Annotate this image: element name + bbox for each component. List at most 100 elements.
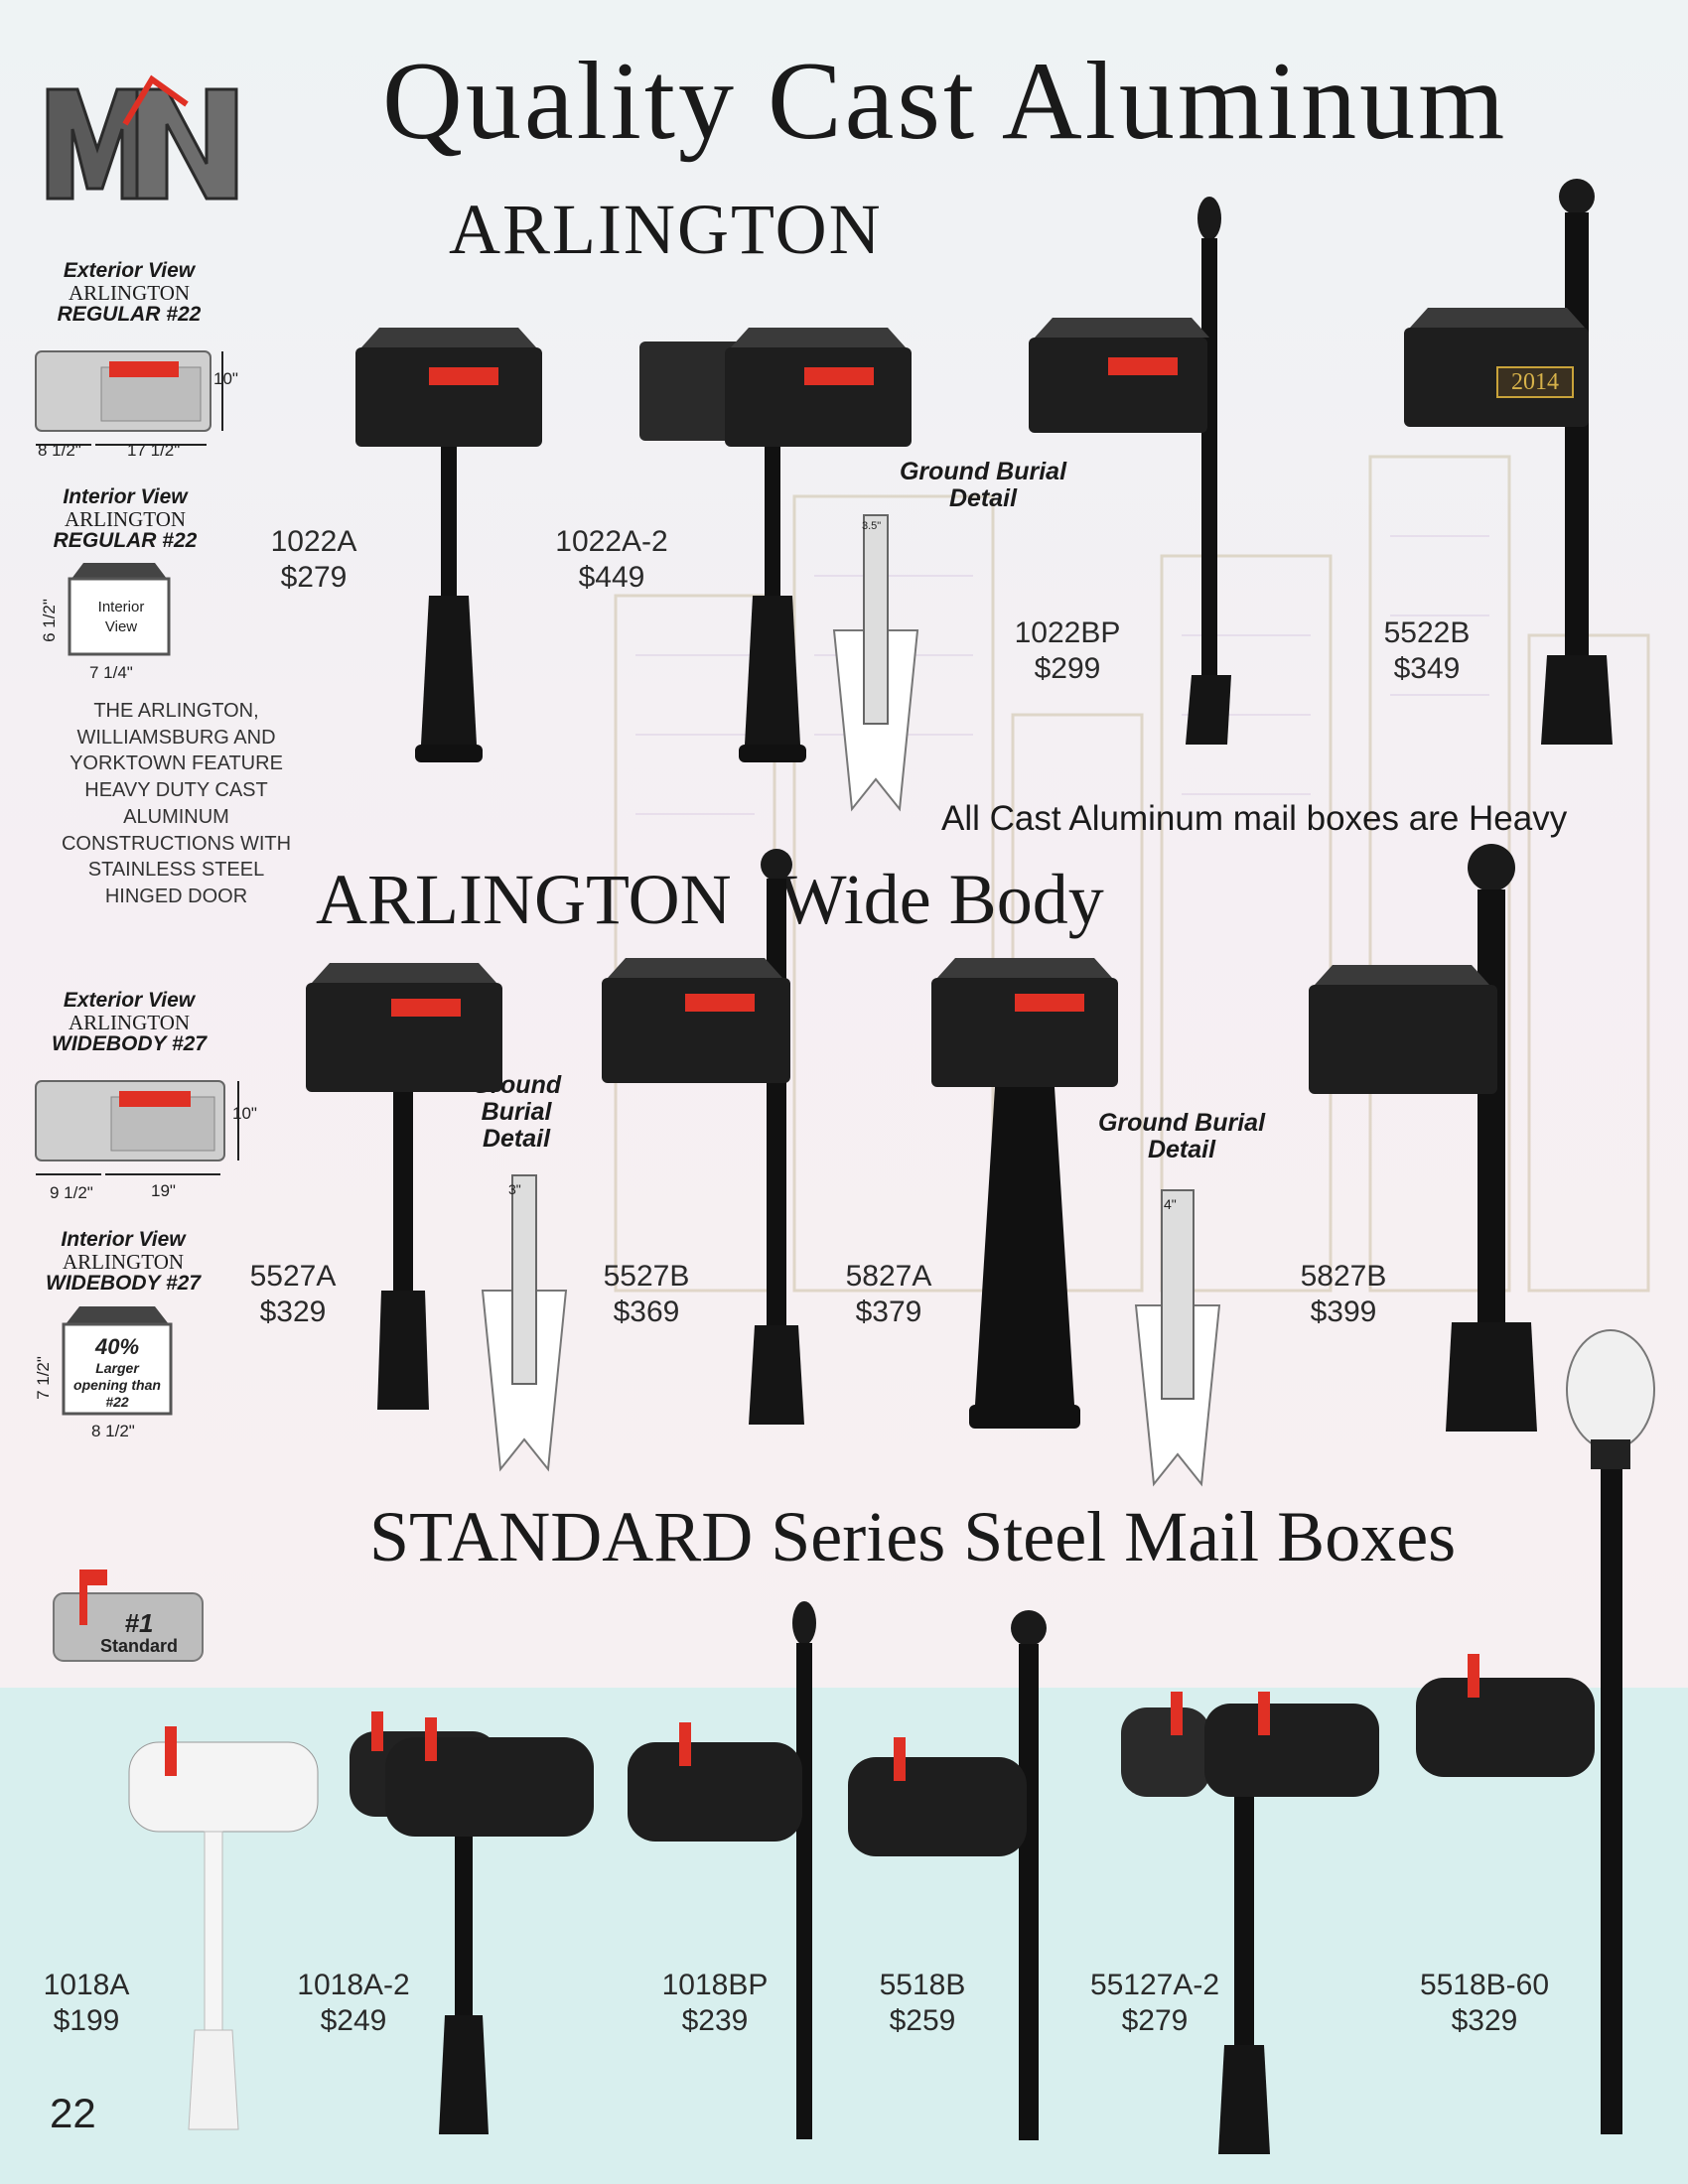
- product-model: 5527A: [249, 1260, 337, 1293]
- product-model: 5518B: [879, 1969, 966, 2001]
- standard-badge-num: #1: [124, 1608, 154, 1638]
- ext22-diagram: [35, 350, 223, 446]
- int27-diagram: [62, 1306, 173, 1416]
- product-5827B-image: [1309, 844, 1537, 1432]
- product-5527B-label[interactable]: 5527B $369: [592, 1259, 701, 1330]
- product-model: 1018A-2: [297, 1969, 410, 2001]
- ext27-height: 10": [232, 1104, 257, 1123]
- section-title-arlington: ARLINGTON: [449, 190, 883, 269]
- city-skyline-illustration: [614, 455, 1650, 1293]
- burial-label-1-a: Ground Burial: [899, 458, 1067, 485]
- ext22-depth: 8 1/2": [38, 441, 81, 460]
- product-1018A-2-label[interactable]: 1018A-2 $249: [284, 1968, 423, 2039]
- product-5527B-image: [602, 849, 804, 1425]
- product-55127A-2-label[interactable]: 55127A-2 $279: [1080, 1968, 1229, 2039]
- burial-size-1: 3.5": [862, 520, 882, 532]
- product-5518B-label[interactable]: 5518B $259: [868, 1968, 977, 2039]
- product-5527A-image: [306, 963, 502, 1410]
- product-price: $239: [681, 2004, 749, 2037]
- int22-model: REGULAR #22: [53, 529, 198, 552]
- product-model: 1022A-2: [555, 525, 668, 558]
- product-price: $329: [259, 1296, 327, 1328]
- product-price: $369: [613, 1296, 680, 1328]
- wide-body-name: ARLINGTON: [316, 860, 732, 939]
- ext27-name: ARLINGTON: [68, 1011, 191, 1034]
- house-number: 2014: [1511, 369, 1559, 395]
- product-1022BP-label[interactable]: 1022BP $299: [1013, 615, 1122, 687]
- product-1022A-label[interactable]: 1022A $279: [264, 524, 363, 596]
- product-model: 55127A-2: [1089, 1969, 1220, 2001]
- int22-diagram: [68, 563, 171, 656]
- product-model: 5522B: [1383, 616, 1471, 649]
- product-price: $259: [889, 2004, 956, 2037]
- product-1022A-2-image: [639, 328, 912, 762]
- ext27-view: Exterior View: [63, 989, 196, 1012]
- product-1018A-label[interactable]: 1018A $199: [32, 1968, 141, 2039]
- product-price: $449: [578, 561, 645, 594]
- product-price: $379: [855, 1296, 922, 1328]
- ext22-height: 10": [213, 369, 238, 388]
- product-price: $249: [320, 2004, 387, 2037]
- ext22-length: 17 1/2": [127, 441, 181, 460]
- burial-detail-1-diagram: [832, 514, 919, 812]
- int27-width: 8 1/2": [91, 1422, 135, 1440]
- product-5827B-label[interactable]: 5827B $399: [1289, 1259, 1398, 1330]
- int27-view: Interior View: [61, 1228, 186, 1251]
- product-1018A-image: [128, 1726, 319, 2130]
- product-1022A-2-label[interactable]: 1022A-2 $449: [542, 524, 681, 596]
- int27-model: WIDEBODY #27: [46, 1272, 201, 1295]
- ext22-model: REGULAR #22: [57, 303, 202, 326]
- product-5522B-label[interactable]: 5522B $349: [1372, 615, 1481, 687]
- burial-label-3-a: Ground Burial: [1097, 1109, 1266, 1137]
- mn-logo: [46, 74, 238, 201]
- burial-size-3: 4": [1164, 1196, 1177, 1212]
- product-model: 5827A: [845, 1260, 932, 1293]
- product-model: 1022A: [270, 525, 357, 558]
- product-5518B-60-label[interactable]: 5518B-60 $329: [1410, 1968, 1559, 2039]
- feature-text: THE ARLINGTON, WILLIAMSBURG AND YORKTOWN…: [61, 700, 292, 907]
- int27-caption: Interior View ARLINGTON WIDEBODY #27: [32, 1229, 214, 1295]
- section-title-standard: STANDARD Series Steel Mail Boxes: [369, 1497, 1457, 1576]
- section-title-wide-body: ARLINGTON Wide Body: [316, 859, 1104, 941]
- product-price: $329: [1451, 2004, 1518, 2037]
- burial-detail-2-diagram: [481, 1174, 568, 1472]
- burial-detail-3-diagram: [1134, 1189, 1221, 1487]
- product-model: 5518B-60: [1419, 1969, 1550, 2001]
- page-title: Quality Cast Aluminum: [382, 40, 1508, 163]
- product-model: 5527B: [603, 1260, 690, 1293]
- burial-label-3: Ground Burial Detail: [1082, 1110, 1281, 1163]
- ext22-caption: Exterior View ARLINGTON REGULAR #22: [38, 260, 220, 326]
- product-price: $349: [1393, 652, 1461, 685]
- standard-badge-label: Standard: [99, 1636, 178, 1656]
- product-1018BP-image: [628, 1601, 816, 2139]
- int22-name: ARLINGTON: [64, 507, 187, 531]
- int27-percent: 40%: [94, 1334, 140, 1359]
- ext27-diagram: [35, 1080, 239, 1175]
- burial-label-2-b: Detail: [482, 1125, 551, 1153]
- product-price: $279: [280, 561, 348, 594]
- int22-inner-text: Interior View: [97, 599, 145, 635]
- burial-label-3-b: Detail: [1147, 1136, 1216, 1163]
- burial-label-1: Ground Burial Detail: [874, 459, 1092, 512]
- burial-size-2: 3": [508, 1181, 521, 1197]
- int22-width: 7 1/4": [89, 663, 133, 682]
- product-5522B-image: [1404, 179, 1613, 745]
- product-1018A-2-image: [350, 1711, 594, 2134]
- product-price: $199: [53, 2004, 120, 2037]
- product-5527A-label[interactable]: 5527A $329: [238, 1259, 348, 1330]
- product-5827A-label[interactable]: 5827A $379: [834, 1259, 943, 1330]
- product-price: $299: [1034, 652, 1101, 685]
- ext27-model: WIDEBODY #27: [52, 1032, 207, 1055]
- ext27-depth: 9 1/2": [50, 1183, 93, 1202]
- ext27-length: 19": [151, 1181, 176, 1200]
- product-price: $399: [1310, 1296, 1377, 1328]
- burial-label-1-b: Detail: [948, 484, 1018, 512]
- product-model: 1022BP: [1014, 616, 1121, 649]
- product-1022A-image: [355, 328, 542, 762]
- wide-body-label: Wide Body: [778, 860, 1104, 939]
- int27-height: 7 1/2": [33, 1356, 53, 1400]
- ext22-name: ARLINGTON: [68, 281, 191, 305]
- product-1018BP-label[interactable]: 1018BP $239: [655, 1968, 774, 2039]
- int27-name: ARLINGTON: [62, 1250, 185, 1274]
- product-5518B-60-image: [1416, 1329, 1655, 2134]
